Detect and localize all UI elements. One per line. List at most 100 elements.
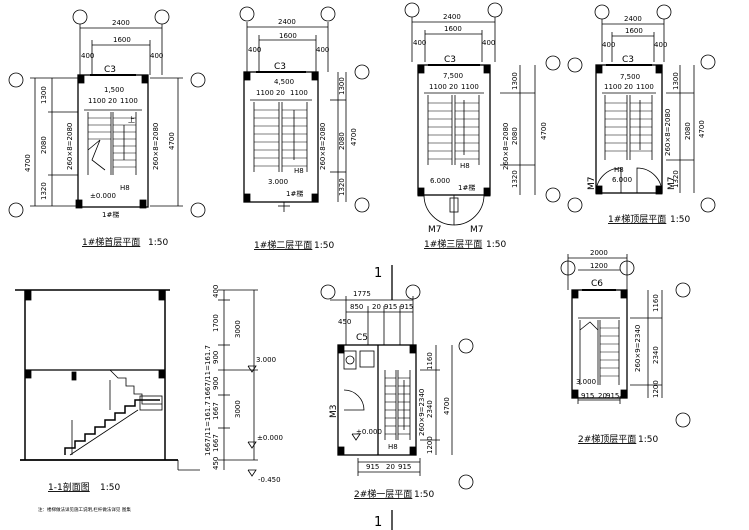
p2-elev: 3.000	[268, 178, 288, 186]
p4-dim-outer: 2400	[624, 15, 642, 23]
p4-flight: 260×8=2080	[664, 109, 672, 156]
p6-flight: 260×9=2340	[634, 325, 642, 372]
p5-rd-a: 1160	[426, 352, 434, 370]
p5-bd-c: 915	[398, 463, 411, 471]
p3-sd-c: 1100	[461, 83, 479, 91]
p1-flight-left: 260×8=2080	[66, 123, 74, 170]
sec-dim-d: 900	[212, 377, 220, 390]
p4-title: 1#梯顶层平面	[608, 213, 666, 225]
p5-title: 2#梯一层平面	[354, 488, 412, 500]
p3-elev: 6.000	[430, 177, 450, 185]
p4-sd-a: 1100	[604, 83, 622, 91]
p6-elev: 3.000	[576, 378, 596, 386]
plan-6	[560, 254, 691, 428]
p5-left-dim: 450	[338, 318, 351, 326]
p2-sd-c: 1100	[290, 89, 308, 97]
p1-level-mark: H8	[120, 184, 130, 192]
section-1-1	[15, 289, 258, 477]
p6-bd-a: 915	[581, 392, 594, 400]
sec-elev-low: -0.450	[258, 476, 281, 484]
p1-d2: 2080	[40, 136, 48, 154]
p5-window: C5	[356, 333, 368, 343]
p2-d3: 1320	[338, 178, 346, 196]
p3-overall: 4700	[540, 122, 548, 140]
p2-d2: 2080	[338, 132, 346, 150]
p2-dim-right: 400	[316, 46, 329, 54]
p3-level-mark: H8	[460, 162, 470, 170]
plan-4	[567, 4, 716, 213]
p4-door-left: M7	[587, 177, 597, 191]
sec-dim-f: 1667	[212, 434, 220, 452]
p2-sd-a: 1100	[256, 89, 274, 97]
p5-elev: ±0.000	[356, 428, 382, 436]
p5-flight: 260×9=2340	[418, 389, 426, 436]
p4-d1: 1300	[672, 72, 680, 90]
p3-stair-id: 1#梯	[458, 183, 475, 192]
sec-steps-1: 1667/11=161.7	[204, 345, 212, 400]
p6-scale: 1:50	[638, 435, 658, 445]
p1-dim-left: 400	[81, 52, 94, 60]
p4-sd-b: 20	[624, 83, 633, 91]
sec-dim-g: 450	[212, 457, 220, 470]
p1-dim-inner: 1600	[113, 36, 131, 44]
p6-bd-b: 20	[598, 392, 607, 400]
p4-level-mark: H8	[614, 166, 624, 174]
sec-scale: 1:50	[100, 483, 120, 493]
p5-bd-b: 20	[386, 463, 395, 471]
p5-bd-a: 915	[366, 463, 379, 471]
p3-door-left: M7	[428, 225, 442, 235]
p3-d3: 1320	[511, 170, 519, 188]
sec-dim-c: 900	[212, 351, 220, 364]
p4-window: C3	[622, 55, 634, 65]
p5-level-mark: H8	[388, 443, 398, 451]
p1-sd-c: 1100	[120, 97, 138, 105]
p5-dim-outer: 1775	[353, 290, 371, 298]
p4-dim-right: 400	[654, 41, 667, 49]
p1-scale: 1:50	[148, 238, 168, 248]
p3-d1: 1300	[511, 72, 519, 90]
p1-window: C3	[104, 65, 116, 75]
p4-door-right: M7	[667, 177, 677, 191]
sec-outer-lower: 3000	[234, 400, 242, 418]
p6-window: C6	[591, 279, 603, 289]
p3-d2: 2080	[511, 127, 519, 145]
p2-level-mark: H8	[294, 167, 304, 175]
sec-outer-upper: 3000	[234, 320, 242, 338]
p4-dim-inner: 1600	[625, 27, 643, 35]
p6-rd-b: 2340	[652, 346, 660, 364]
p6-bd-c: 915	[606, 392, 619, 400]
p1-dim-right: 400	[150, 52, 163, 60]
plan-1	[8, 9, 206, 218]
sec-elev-mid: ±0.000	[257, 434, 283, 442]
p6-rd-c: 1200	[652, 380, 660, 398]
p1-sd-b: 20	[108, 97, 117, 105]
p4-elev: 6.000	[612, 176, 632, 184]
p1-overall: 4700	[24, 154, 32, 172]
p6-title: 2#梯顶层平面	[578, 433, 636, 445]
p1-up: 上	[128, 115, 135, 124]
p4-sd-c: 1100	[636, 83, 654, 91]
p2-landing: 4,500	[274, 78, 294, 86]
sec-note: 注：楼梯做法详见施工说明,栏杆做法详见 图集	[38, 506, 131, 513]
p1-dim-outer: 2400	[112, 19, 130, 27]
p3-dim-outer: 2400	[443, 13, 461, 21]
p5-scale: 1:50	[414, 490, 434, 500]
sec-dim-b: 1700	[212, 314, 220, 332]
p3-landing: 7,500	[443, 72, 463, 80]
p3-scale: 1:50	[486, 240, 506, 250]
p3-flight: 260×8=2080	[502, 123, 510, 170]
p5-overall: 4700	[443, 397, 451, 415]
p2-flight: 260×8=2080	[319, 123, 327, 170]
p1-d1: 1300	[40, 86, 48, 104]
p5-dim-b: 20	[372, 303, 381, 311]
p3-door-right: M7	[470, 225, 484, 235]
p5-door: M3	[329, 405, 339, 419]
p6-rd-a: 1160	[652, 294, 660, 312]
p1-landing: 1,500	[104, 86, 124, 94]
p2-scale: 1:50	[314, 241, 334, 251]
text-layer: 2400 1600 400 400 C3 1,500 1100 20 1100 …	[24, 13, 706, 530]
p4-landing: 7,500	[620, 73, 640, 81]
p1-stair-id: 1#梯	[102, 210, 119, 219]
p2-window: C3	[274, 62, 286, 72]
